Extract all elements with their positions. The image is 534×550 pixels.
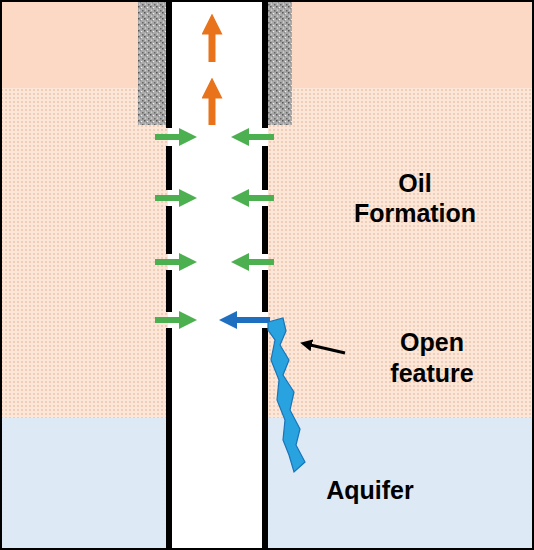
band-label: Oil Formation (340, 168, 490, 228)
cap-rock-band (0, 0, 534, 88)
production-arrow (209, 24, 216, 62)
callout-label: Open feature (362, 327, 502, 389)
band-label: Aquifer (295, 475, 445, 505)
aquifer-band: Aquifer (0, 418, 534, 550)
